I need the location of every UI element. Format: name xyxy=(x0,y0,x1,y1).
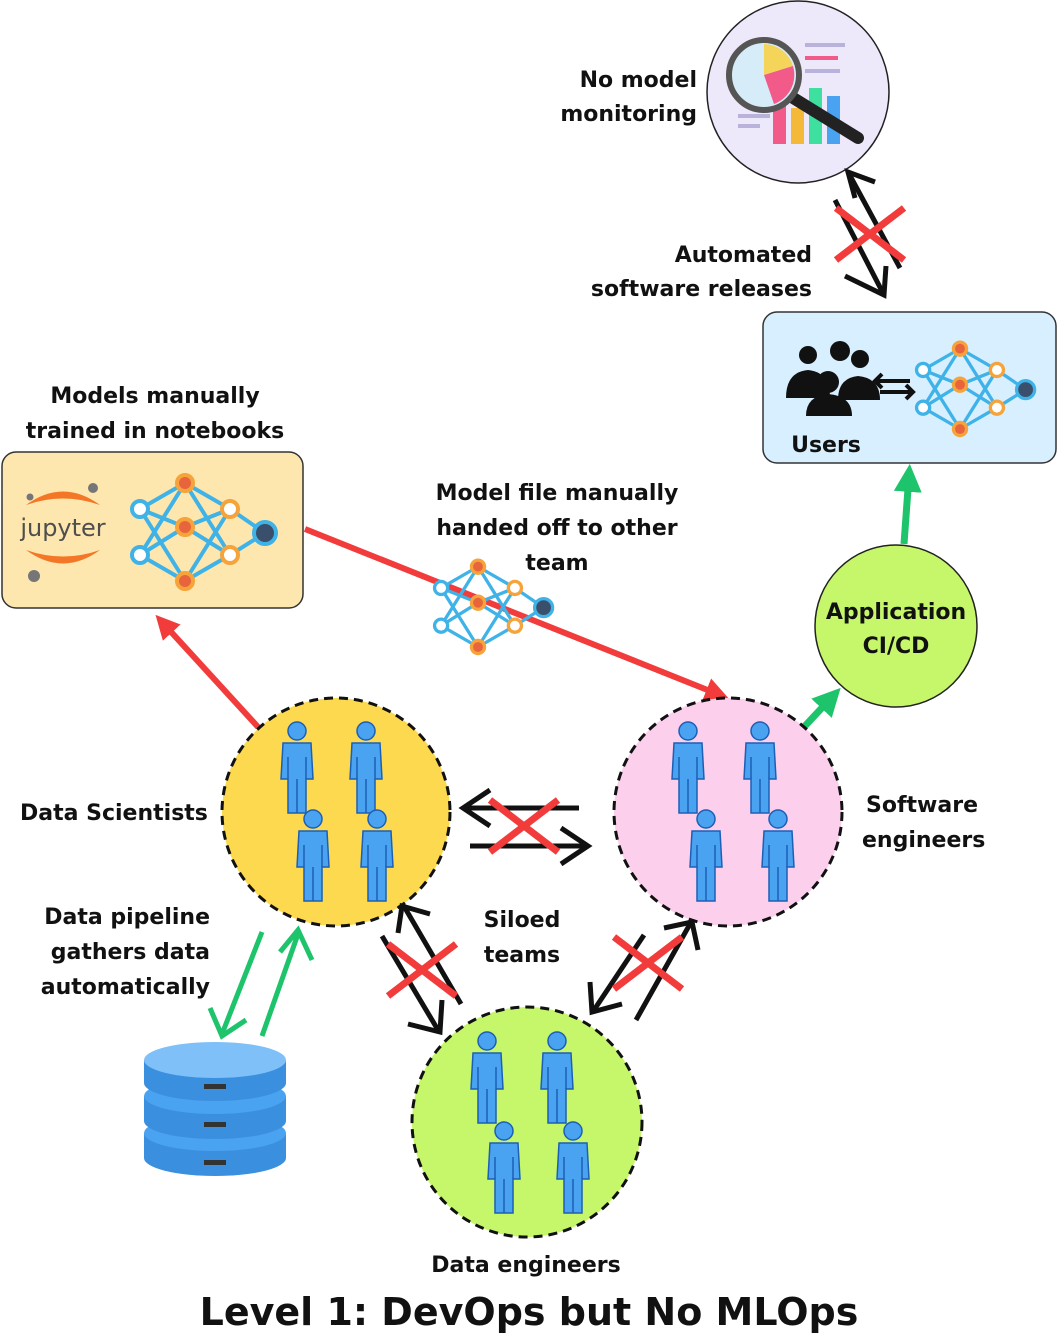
users-label: Users xyxy=(791,433,861,458)
models-trained-label-2: trained in notebooks xyxy=(26,419,285,444)
model-handoff-label: Model file manually xyxy=(436,481,679,506)
manual-training-arrow xyxy=(155,614,261,730)
no-monitoring-label: No model xyxy=(580,68,697,93)
model-handoff-label-2: handed off to other xyxy=(436,516,677,541)
software-engineers-circle xyxy=(612,696,844,928)
manual-handoff-arrow xyxy=(303,526,729,701)
no-monitoring-label-2: monitoring xyxy=(560,102,697,127)
broken-arrow-ds-se xyxy=(458,787,593,867)
software-engineers-label: Software xyxy=(866,793,978,818)
database-icon xyxy=(144,1042,286,1176)
jupyter-logo: jupyter xyxy=(19,483,106,582)
cicd-circle xyxy=(814,544,978,708)
siloed-teams-label: Siloed xyxy=(484,908,561,933)
data-pipeline-label-2: gathers data xyxy=(51,940,210,965)
models-trained-label: Models manually xyxy=(50,384,259,409)
diagram-title: Level 1: DevOps but No MLOps xyxy=(199,1290,859,1334)
app-cicd-label-2: CI/CD xyxy=(863,634,930,659)
app-cicd-label: Application xyxy=(826,600,966,625)
software-engineers-label-2: engineers xyxy=(862,828,985,853)
automated-cicd-arrow xyxy=(801,687,841,730)
jupyter-wordmark: jupyter xyxy=(19,514,105,542)
data-engineers-label: Data engineers xyxy=(431,1253,620,1278)
broken-cross-icon xyxy=(388,944,456,996)
data-scientists-circle xyxy=(220,696,452,928)
automated-data-arrows xyxy=(207,925,315,1040)
siloed-teams-label-2: teams xyxy=(484,943,560,968)
broken-arrow-se-de xyxy=(587,919,701,1022)
data-pipeline-label: Data pipeline xyxy=(44,905,210,930)
bidirectional-arrow-icon xyxy=(872,372,916,401)
automated-releases-label-2: software releases xyxy=(591,277,812,302)
data-engineers-circle xyxy=(410,1005,644,1239)
data-pipeline-label-3: automatically xyxy=(41,975,210,1000)
magnifier-chart-icon xyxy=(726,37,864,144)
automated-releases-label: Automated xyxy=(675,243,812,268)
data-scientists-label: Data Scientists xyxy=(20,801,208,826)
users-group-icon xyxy=(786,341,880,416)
model-handoff-label-3: team xyxy=(525,551,588,576)
automated-release-arrow xyxy=(893,463,922,545)
